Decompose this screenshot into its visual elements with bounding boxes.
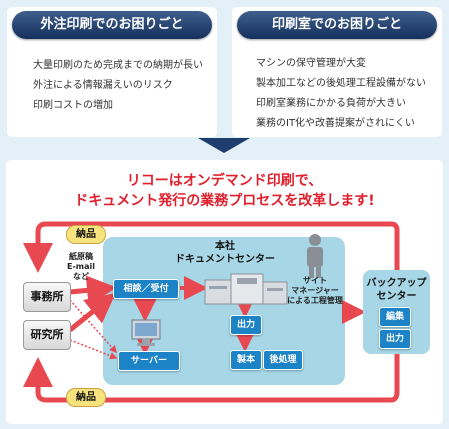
site-manager-line3: による工程管理 (287, 296, 343, 305)
backup-line1: バックアップ (366, 278, 427, 289)
list-item: 業務のIT化や改善提案がされにくい (256, 118, 415, 129)
backup-output-box: 出力 (379, 329, 411, 349)
list-item: 印刷コストの増加 (33, 100, 113, 111)
backup-line2: センター (376, 291, 417, 302)
manuscript-line2: E-mail (66, 262, 95, 271)
lab-box: 研究所 (23, 320, 71, 350)
site-manager-line2: マネージャー (291, 286, 339, 295)
delivery-label-bottom: 納品 (66, 388, 106, 407)
left-issues-list: 大量印刷のため完成までの納期が長い 外注による情報漏えいのリスク 印刷コストの増… (33, 56, 203, 116)
backup-editing-box: 編集 (379, 307, 411, 327)
down-arrow-icon (198, 138, 250, 153)
document-center-title: ドキュメントセンター (175, 254, 275, 265)
list-item: 大量印刷のため完成までの納期が長い (33, 60, 203, 71)
site-manager-label: サイト マネージャー による工程管理 (283, 276, 347, 306)
manuscript-note: 紙原稿 E-mail など (64, 252, 98, 282)
post-processing-box: 後処理 (263, 350, 303, 370)
headline-line2: ドキュメント発行の業務プロセスを改革します! (74, 193, 375, 209)
hq-title: 本社 (215, 241, 235, 252)
list-item: マシンの保守管理が大変 (256, 58, 366, 69)
backup-center-title: バックアップ センター (363, 277, 430, 303)
manuscript-line3: など (73, 272, 89, 281)
consultation-reception-box: 相談／受付 (113, 279, 179, 299)
right-issues-title: 印刷室でのお困りごと (237, 11, 437, 39)
site-manager-icon (307, 234, 323, 278)
computer-monitor-icon (131, 319, 161, 346)
right-issues-list: マシンの保守管理が大変 製本加工などの後処理工程設備がない 印刷室業務にかかる負… (256, 54, 426, 134)
left-issues-title: 外注印刷でのお困りごと (12, 11, 212, 39)
binding-box: 製本 (230, 350, 262, 370)
delivery-label-top: 納品 (66, 225, 106, 244)
production-printer-icon (204, 273, 288, 305)
manuscript-line1: 紙原稿 (69, 252, 93, 261)
office-box: 事務所 (23, 282, 71, 312)
server-box: サーバー (118, 351, 180, 371)
list-item: 印刷室業務にかかる負荷が大きい (256, 98, 406, 109)
headline-line1: リコーはオンデマンド印刷で、 (126, 173, 323, 189)
output-box: 出力 (230, 315, 262, 335)
list-item: 外注による情報漏えいのリスク (33, 80, 173, 91)
list-item: 製本加工などの後処理工程設備がない (256, 78, 426, 89)
site-manager-line1: サイト (303, 276, 327, 285)
